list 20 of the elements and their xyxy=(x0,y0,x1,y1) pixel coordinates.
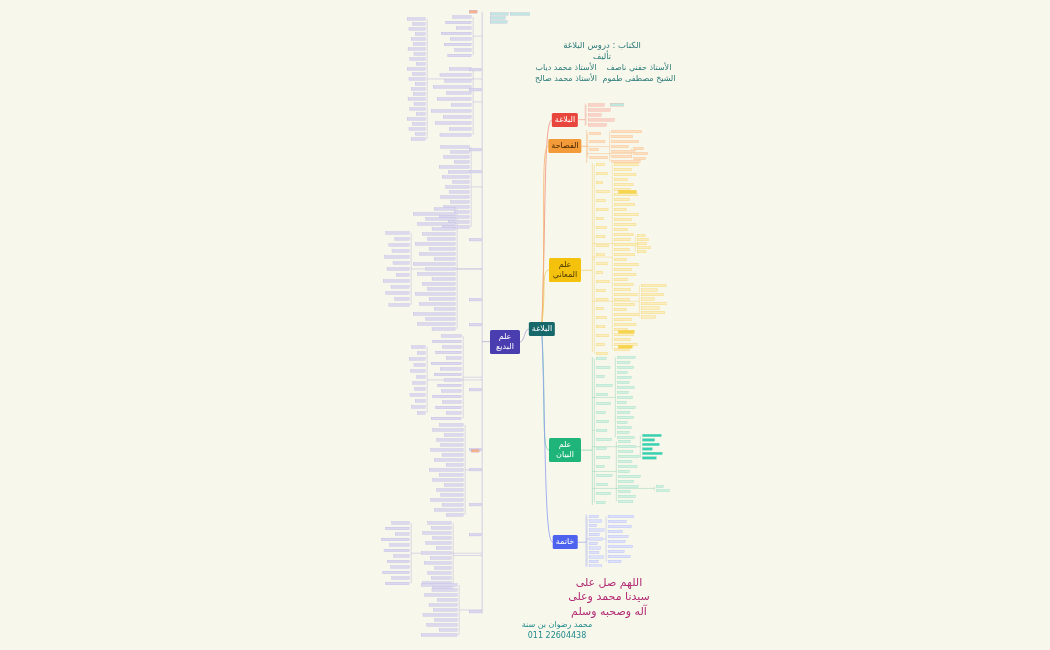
author-name: الأستاذ محمد صالح xyxy=(534,73,598,85)
author-name: الشيخ مصطفى طموم xyxy=(602,73,676,85)
phone-number: 011 22604438 xyxy=(527,630,587,642)
topic-box: علم المعاني xyxy=(549,258,581,282)
connector-line xyxy=(541,145,549,323)
prayer-text: اللهم صل على سيدنا محمد وعلى آله وصحبه وسلم xyxy=(567,575,651,619)
connector-line xyxy=(541,335,554,543)
central-topic: البلاغة xyxy=(528,322,556,336)
title-text: الكتاب : دروس البلاغة xyxy=(563,40,641,51)
author-name: الأستاذ محمد دياب xyxy=(535,62,597,73)
topic-box: البلاغة xyxy=(551,113,579,127)
connector-line xyxy=(541,269,550,323)
topic-box: علم البيان xyxy=(549,438,581,462)
topic-box: علم البديع xyxy=(490,330,520,354)
connector-line xyxy=(519,328,530,343)
byline-text: تأليف xyxy=(593,51,611,62)
topic-box: الفصاحة xyxy=(548,139,582,153)
author-name: الأستاذ حفني ناصف xyxy=(606,62,672,74)
signature-name: محمد رضوان بن سنة xyxy=(521,619,593,631)
topic-box: خاتمة xyxy=(552,535,578,549)
